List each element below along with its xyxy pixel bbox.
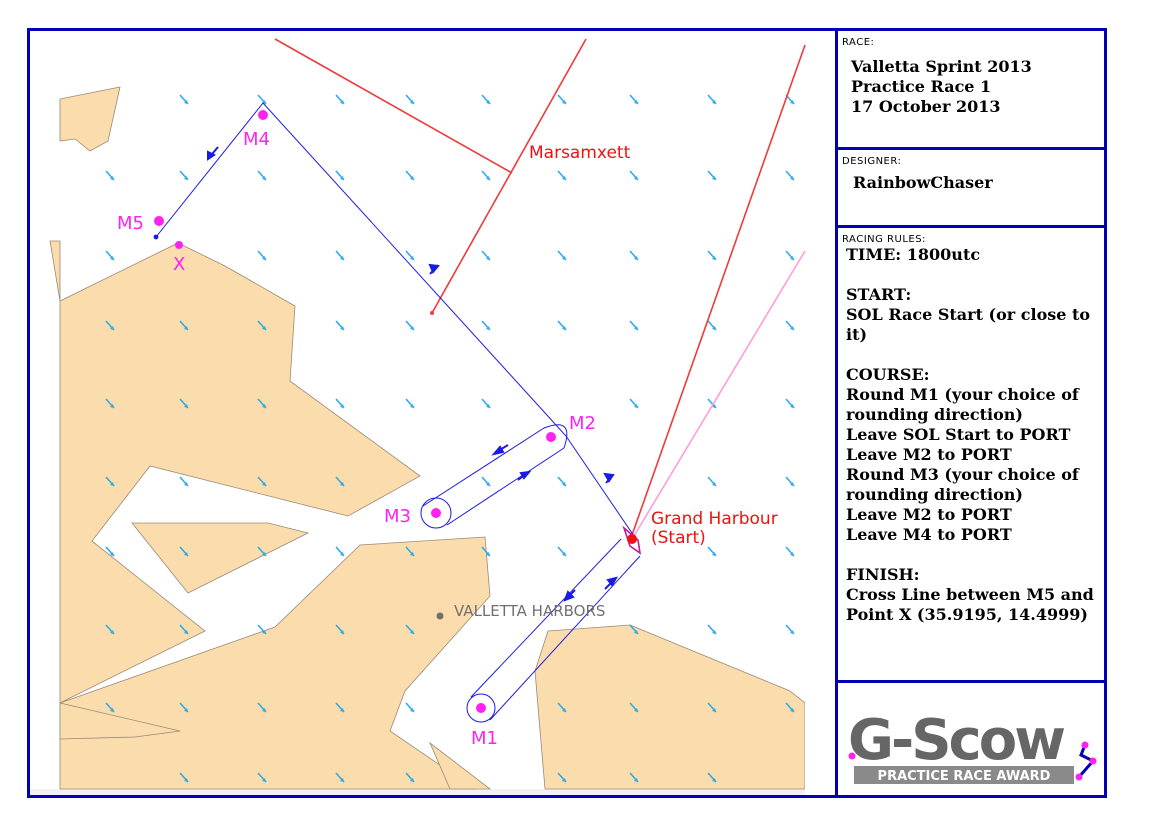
label-m1: M1 xyxy=(471,728,498,749)
award-course-icon xyxy=(1077,744,1096,778)
course-line: Round M3 (your choice of xyxy=(846,465,1079,484)
start-text: SOL Race Start (or close to it) xyxy=(846,305,1091,344)
start-bearing-line xyxy=(633,250,806,537)
label-m3: M3 xyxy=(384,506,411,527)
divider-3 xyxy=(838,680,1104,683)
finish-heading: FINISH: xyxy=(846,565,920,584)
land-north xyxy=(59,86,121,152)
race-name: Valletta Sprint 2013 xyxy=(851,57,1032,76)
label-m4: M4 xyxy=(243,129,270,150)
land-valletta-peninsula xyxy=(59,242,421,704)
land-tigne-spit xyxy=(49,240,61,302)
label-x: X xyxy=(173,254,185,275)
finish-line: Point X (35.9195, 14.4999) xyxy=(846,605,1088,624)
land-harbor-spit xyxy=(59,702,181,740)
marks xyxy=(154,110,556,713)
course-line: Round M1 (your choice of xyxy=(846,385,1079,404)
mark-m2 xyxy=(546,432,556,442)
divider-2 xyxy=(838,225,1104,228)
rules-panel: RACING RULES: TIME: 1800utc START: SOL R… xyxy=(838,228,1104,680)
award-subtitle: PRACTICE RACE AWARD xyxy=(878,769,1051,784)
course-line: rounding direction) xyxy=(846,405,1023,424)
land-floriana xyxy=(59,536,491,790)
finish-line: Cross Line between M5 and xyxy=(846,585,1094,604)
mark-m1 xyxy=(476,703,486,713)
land-south-tip xyxy=(429,741,492,790)
race-subtitle: Practice Race 1 xyxy=(851,77,992,96)
label-start: (Start) xyxy=(651,528,706,548)
land xyxy=(49,86,806,790)
label-grand-harbour: Grand Harbour xyxy=(651,509,778,529)
label-m5: M5 xyxy=(117,213,144,234)
course-line: rounding direction) xyxy=(846,485,1023,504)
map-svg: Marsamxett Grand Harbour (Start) VALLETT… xyxy=(30,31,835,795)
start-point xyxy=(627,534,637,544)
course-line: Leave M2 to PORT xyxy=(846,505,1012,524)
mark-x xyxy=(175,241,183,249)
harbour-boundary-lines xyxy=(274,38,806,536)
label-marsamxett: Marsamxett xyxy=(529,143,631,163)
label-valletta-harbors: VALLETTA HARBORS xyxy=(454,602,605,620)
mark-m3 xyxy=(431,508,441,518)
course-arrows xyxy=(207,146,619,602)
race-chart-frame: Marsamxett Grand Harbour (Start) VALLETT… xyxy=(27,28,1107,798)
award-panel: G-Scow PRACTICE RACE AWARD xyxy=(838,683,1104,795)
designer-panel: DESIGNER: RainbowChaser xyxy=(838,150,1104,225)
award-logo-text: G-Scow xyxy=(848,708,1064,773)
g-scow-award-logo: G-Scow PRACTICE RACE AWARD xyxy=(846,706,1097,784)
mark-m4 xyxy=(258,110,268,120)
m2-rounding-arc xyxy=(543,424,568,449)
start-heading: START: xyxy=(846,285,912,304)
course-map[interactable]: Marsamxett Grand Harbour (Start) VALLETT… xyxy=(30,31,835,795)
course-line: Leave M4 to PORT xyxy=(846,525,1012,544)
course-lines xyxy=(155,102,641,723)
designer-name: RainbowChaser xyxy=(853,173,993,192)
race-date: 17 October 2013 xyxy=(851,97,1001,116)
course-heading: COURSE: xyxy=(846,365,930,384)
land-manoel-island xyxy=(131,522,310,594)
race-panel: RACE: Valletta Sprint 2013 Practice Race… xyxy=(838,31,1104,147)
map-panel-divider xyxy=(835,31,838,795)
designer-heading: DESIGNER: xyxy=(842,156,902,167)
valletta-point xyxy=(436,612,444,620)
course-line: Leave M2 to PORT xyxy=(846,445,1012,464)
rules-time: TIME: 1800utc xyxy=(846,245,981,264)
divider-1 xyxy=(838,147,1104,150)
label-m2: M2 xyxy=(569,413,596,434)
race-heading: RACE: xyxy=(842,37,875,48)
course-line: Leave SOL Start to PORT xyxy=(846,425,1071,444)
rules-heading: RACING RULES: xyxy=(842,234,926,245)
mark-m5 xyxy=(154,216,164,226)
